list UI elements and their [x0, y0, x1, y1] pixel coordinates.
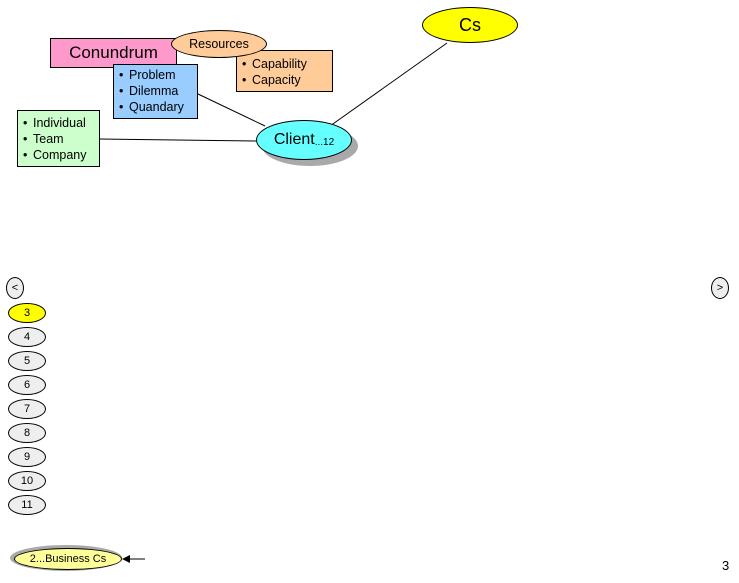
page-button-3[interactable]: 3	[8, 303, 46, 323]
list-item: Quandary	[119, 99, 197, 115]
page-label: 3	[23, 307, 31, 319]
page-label: 11	[21, 499, 33, 511]
scope-list-box[interactable]: Individual Team Company	[17, 110, 100, 167]
page-button-9[interactable]: 9	[8, 447, 46, 467]
cs-label: Cs	[459, 14, 481, 35]
conundrum-label: Conundrum	[69, 43, 158, 62]
page-label: 10	[20, 475, 34, 487]
list-item: Problem	[119, 67, 197, 83]
client-node[interactable]: Client...12	[256, 120, 352, 160]
page-label: 9	[23, 451, 31, 463]
page-button-5[interactable]: 5	[8, 351, 46, 371]
prev-label: <	[11, 282, 19, 294]
page-label: 6	[23, 379, 31, 391]
list-item: Capability	[242, 56, 332, 72]
page-button-10[interactable]: 10	[8, 471, 46, 491]
page-button-6[interactable]: 6	[8, 375, 46, 395]
cs-node[interactable]: Cs	[422, 7, 518, 43]
client-suffix: ...12	[314, 136, 335, 148]
page-label: 4	[23, 331, 31, 343]
resources-node[interactable]: Resources	[171, 30, 267, 58]
list-item: Team	[23, 131, 99, 147]
line-client-problems	[197, 93, 266, 127]
page-button-11[interactable]: 11	[8, 495, 46, 515]
prev-button[interactable]: <	[6, 277, 24, 299]
problems-list-box[interactable]: Problem Dilemma Quandary	[113, 64, 198, 119]
arrowhead-icon	[122, 555, 130, 563]
page-label: 5	[23, 355, 31, 367]
line-client-cs	[329, 42, 448, 127]
capacity-list-box[interactable]: Capability Capacity	[236, 50, 333, 92]
list-item: Individual	[23, 115, 99, 131]
conundrum-node[interactable]: Conundrum	[50, 38, 177, 68]
page-button-8[interactable]: 8	[8, 423, 46, 443]
list-item: Capacity	[242, 72, 332, 88]
page-button-7[interactable]: 7	[8, 399, 46, 419]
breadcrumb-link[interactable]: 2...Business Cs	[14, 548, 122, 570]
client-label: Client	[273, 131, 315, 148]
next-label: >	[716, 282, 724, 294]
page-number: 3	[722, 558, 730, 573]
list-item: Company	[23, 147, 99, 163]
line-client-scope	[99, 138, 257, 142]
page-button-4[interactable]: 4	[8, 327, 46, 347]
breadcrumb-label: 2...Business Cs	[29, 553, 107, 565]
list-item: Dilemma	[119, 83, 197, 99]
page-label: 7	[23, 403, 31, 415]
resources-label: Resources	[189, 37, 249, 51]
page-label: 8	[23, 427, 31, 439]
next-button[interactable]: >	[711, 277, 729, 299]
